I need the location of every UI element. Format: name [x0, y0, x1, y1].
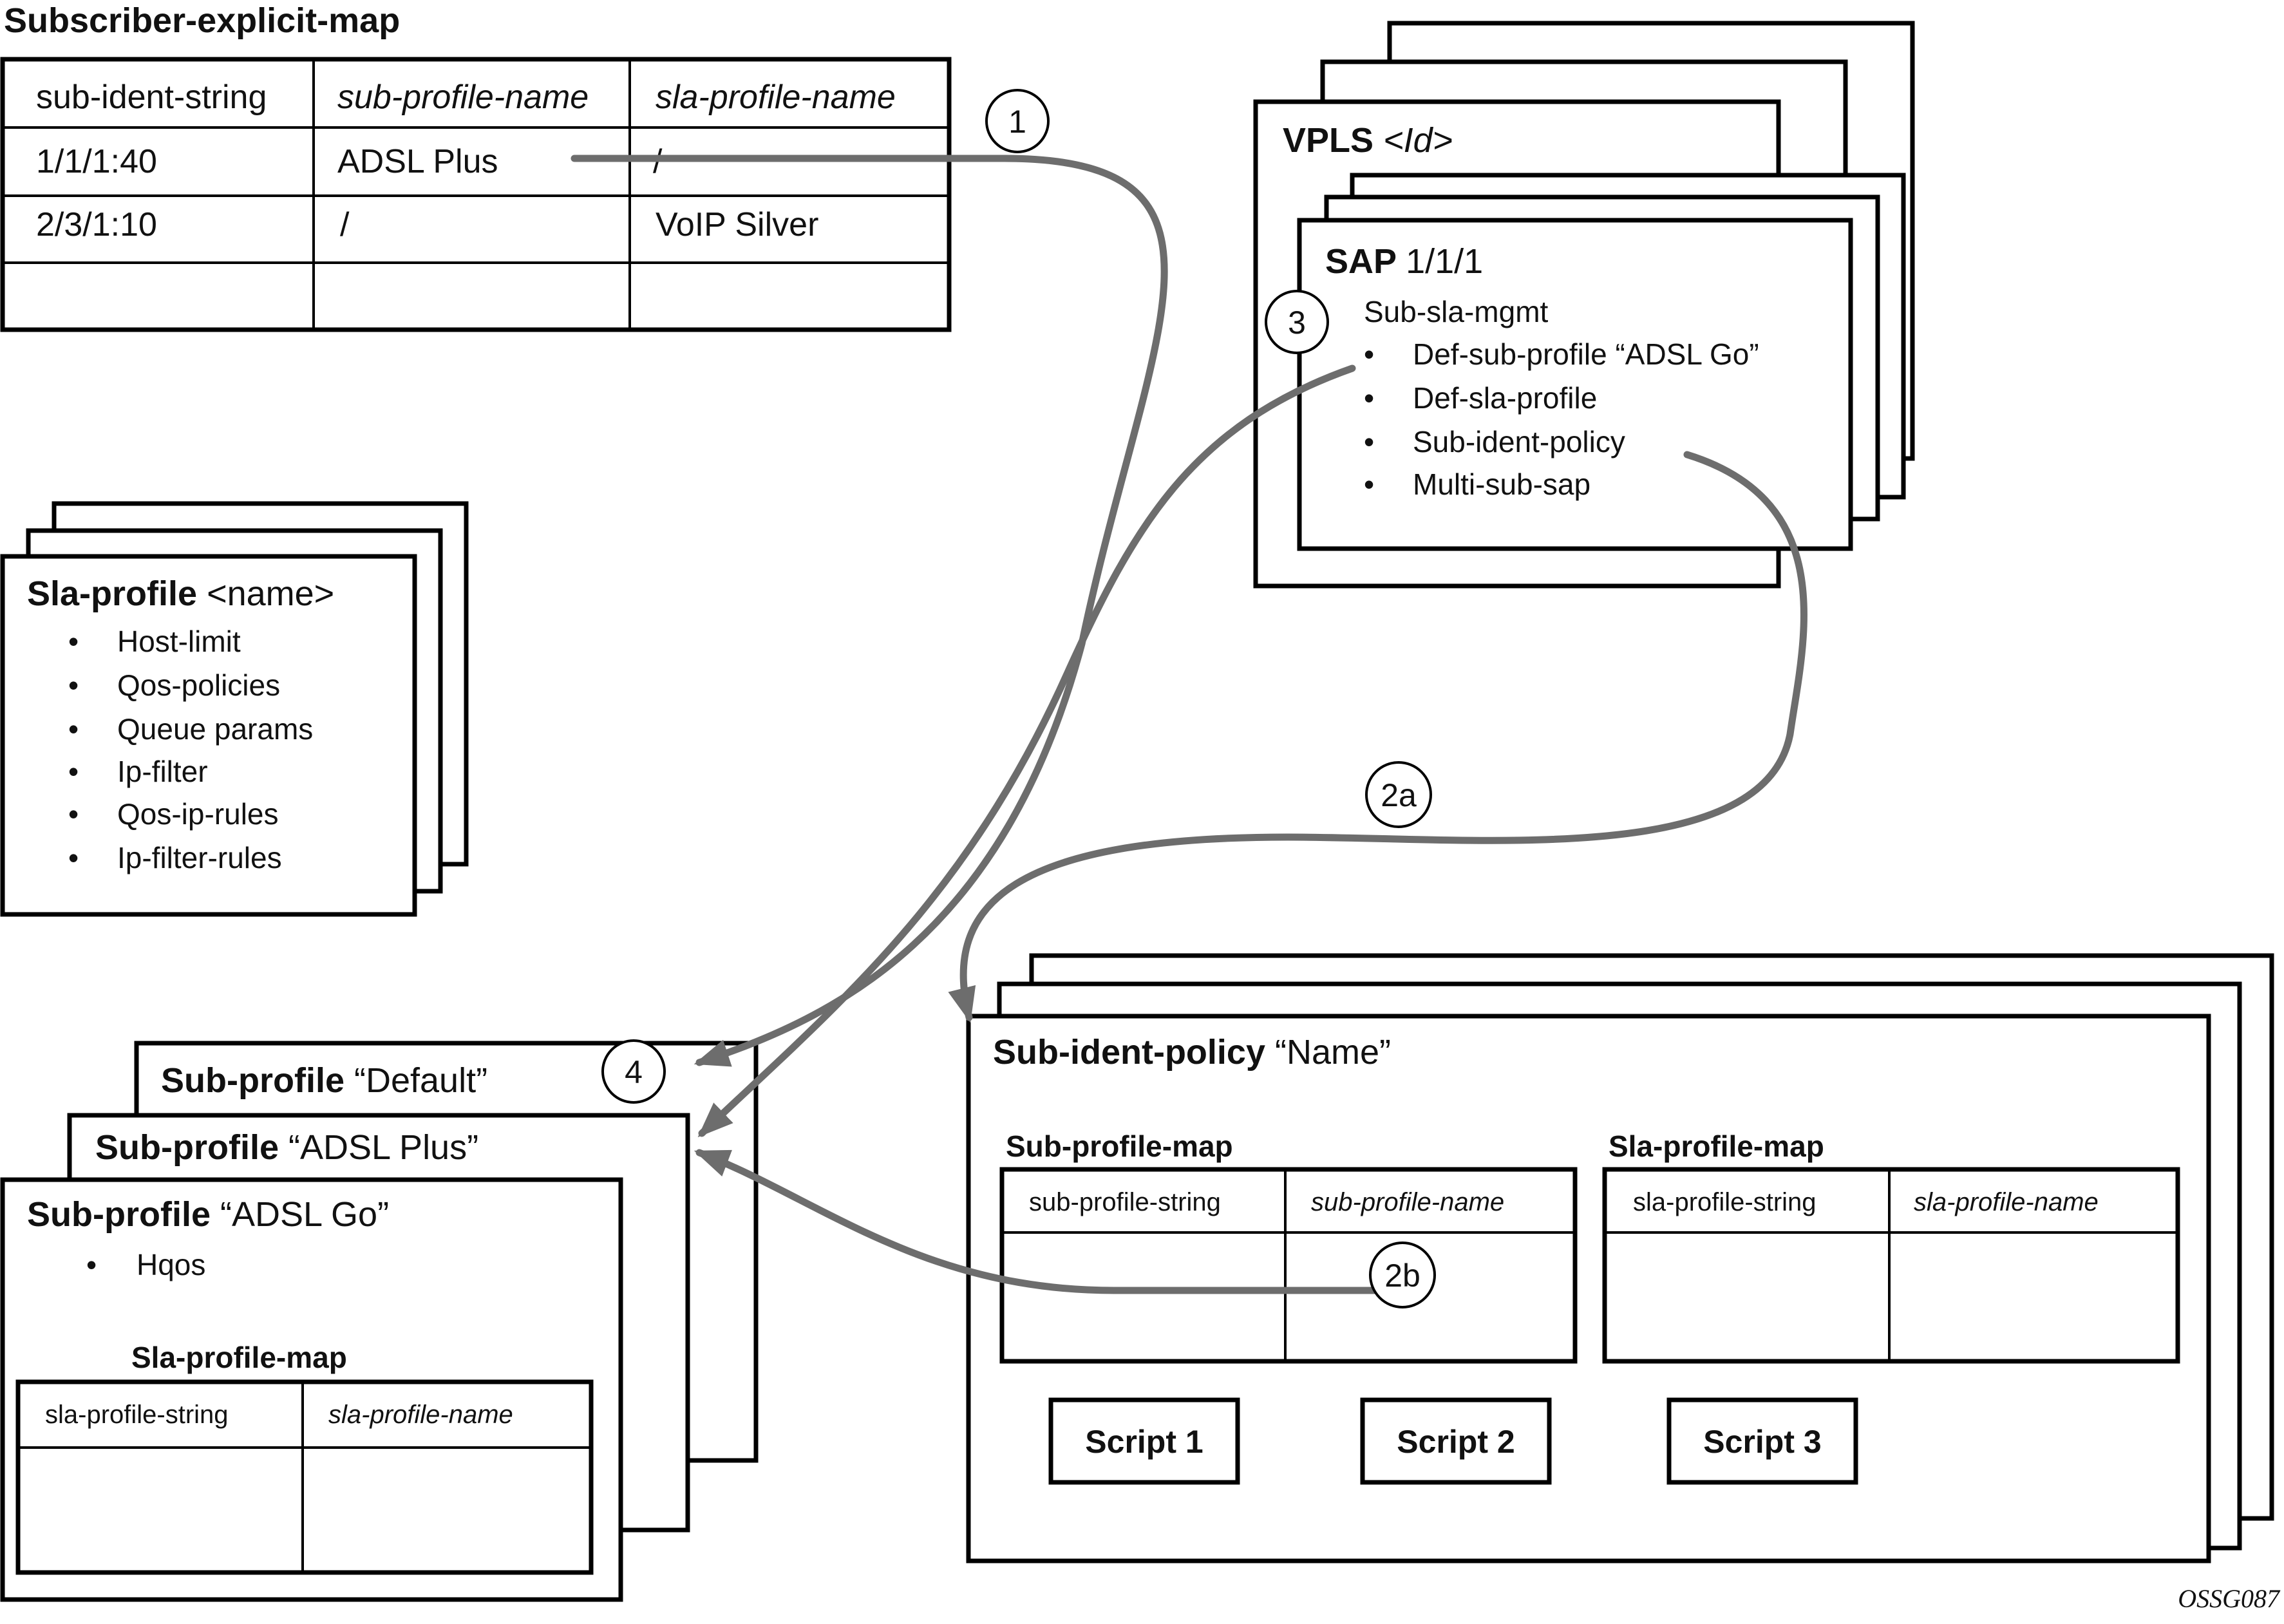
sap-sub-sla-mgmt: Sub-sla-mgmt [1364, 295, 1549, 328]
script-2: Script 2 [1397, 1424, 1515, 1460]
sla-profile-map-header-string: sla-profile-string [1633, 1188, 1817, 1216]
sla-profile-bullet: Host-limit [117, 625, 241, 658]
explicit-map-header-sla-profile: sla-profile-name [656, 79, 896, 116]
sub-profile-go-bullet: Hqos [137, 1248, 205, 1281]
bullet: • [68, 755, 79, 788]
sub-ident-policy-stack: Sub-ident-policy “Name” Sub-profile-map … [966, 953, 2274, 1563]
arrow-sub-profile-map-to-sub-profile [694, 1149, 1382, 1294]
arrow-sap-to-sub-profile [697, 364, 1356, 1138]
callout-2b-label: 2b [1384, 1258, 1420, 1294]
sla-profile-map-header-name: sla-profile-name [1914, 1188, 2099, 1216]
explicit-map-header-sub-profile: sub-profile-name [337, 79, 589, 116]
explicit-map-title: Subscriber-explicit-map [4, 1, 400, 40]
callout-3-label: 3 [1288, 305, 1306, 341]
sap-bullet: Multi-sub-sap [1413, 467, 1590, 501]
bullet: • [1364, 337, 1374, 371]
flow-arrows [571, 155, 1807, 1294]
sub-profile-stack: Sub-profile “Default” Sub-profile “ADSL … [0, 1041, 759, 1602]
bullet: • [68, 668, 79, 702]
explicit-map-cell: 1/1/1:40 [36, 143, 157, 180]
sla-profile-title: Sla-profile <name> [27, 574, 334, 613]
sub-profile-go-map-title: Sla-profile-map [131, 1341, 347, 1374]
bullet: • [1364, 467, 1374, 501]
callout-2a-label: 2a [1381, 777, 1417, 813]
callout-1-label: 1 [1008, 104, 1026, 140]
subscriber-explicit-map: Subscriber-explicit-map sub-ident-string… [0, 1, 952, 332]
explicit-map-cell: VoIP Silver [656, 206, 818, 243]
script-3: Script 3 [1703, 1424, 1821, 1460]
figure-id: OSSG087 [2178, 1584, 2281, 1613]
sub-profile-plus-title: Sub-profile “ADSL Plus” [95, 1128, 478, 1167]
sap-bullet: Def-sla-profile [1413, 381, 1597, 415]
arrow-sub-ident-policy-to-profile-maps [948, 451, 1807, 1023]
script-1: Script 1 [1085, 1424, 1203, 1460]
sub-profile-map-header-string: sub-profile-string [1029, 1188, 1221, 1216]
vpls-stack: VPLS <Id> SAP 1/1/1 Sub-sla-mgmt • Def-s… [1253, 21, 1915, 589]
sla-profile-bullet: Qos-policies [117, 668, 280, 702]
sap-bullet: Def-sub-profile “ADSL Go” [1413, 337, 1759, 371]
bullet: • [86, 1248, 97, 1281]
sla-profile-stack: Sla-profile <name> • Host-limit • Qos-po… [0, 501, 469, 917]
sla-map-header-name: sla-profile-name [328, 1401, 513, 1429]
sla-profile-bullet: Queue params [117, 712, 313, 746]
bullet: • [1364, 381, 1374, 415]
explicit-map-cell: ADSL Plus [337, 143, 498, 180]
sub-profile-default-title: Sub-profile “Default” [161, 1061, 487, 1100]
callouts: 1 3 2a 2b 4 [601, 89, 1436, 1308]
sap-bullet: Sub-ident-policy [1413, 425, 1625, 458]
bullet: • [68, 797, 79, 831]
sla-profile-bullet: Ip-filter-rules [117, 841, 282, 874]
explicit-map-header-ident: sub-ident-string [36, 79, 267, 116]
sla-map-header-string: sla-profile-string [45, 1401, 229, 1429]
sub-profile-go-title: Sub-profile “ADSL Go” [27, 1195, 389, 1234]
callout-1 [985, 89, 1050, 153]
callout-4 [601, 1039, 666, 1104]
sap-title: SAP 1/1/1 [1325, 242, 1483, 281]
bullet: • [68, 712, 79, 746]
callout-2a [1365, 761, 1432, 828]
bullet: • [68, 841, 79, 874]
callout-2b [1369, 1242, 1436, 1308]
callout-3 [1265, 290, 1329, 354]
sla-profile-bullet: Qos-ip-rules [117, 797, 279, 831]
sla-profile-bullet: Ip-filter [117, 755, 208, 788]
sla-profile-map-title: Sla-profile-map [1609, 1129, 1824, 1163]
bullet: • [68, 625, 79, 658]
vpls-title: VPLS <Id> [1283, 121, 1453, 160]
callout-4-label: 4 [625, 1054, 643, 1090]
explicit-map-cell: / [340, 206, 350, 243]
sub-profile-map-header-name: sub-profile-name [1311, 1188, 1504, 1216]
sub-ident-policy-title: Sub-ident-policy “Name” [993, 1033, 1391, 1072]
sub-profile-map-title: Sub-profile-map [1006, 1129, 1233, 1163]
bullet: • [1364, 425, 1374, 458]
explicit-map-cell: 2/3/1:10 [36, 206, 157, 243]
